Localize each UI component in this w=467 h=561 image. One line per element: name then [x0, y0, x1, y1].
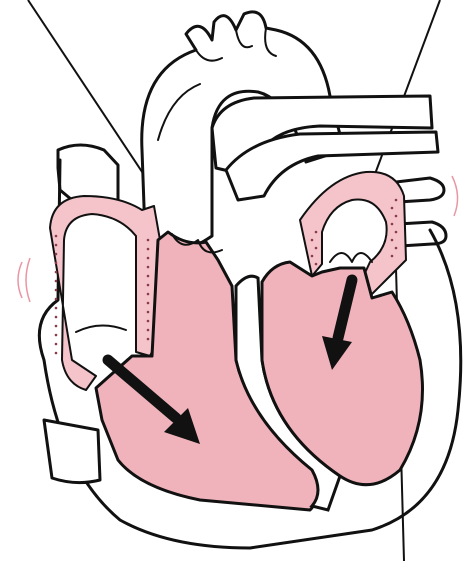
stipple-dot	[55, 325, 58, 328]
stipple-dot	[315, 263, 318, 266]
stipple-dot	[391, 207, 394, 210]
right-atrium-interior	[66, 218, 132, 372]
stipple-dot	[147, 248, 150, 251]
stipple-dot	[147, 329, 150, 332]
stipple-dot	[147, 338, 150, 341]
stipple-dot	[55, 253, 58, 256]
stipple-dot	[147, 257, 150, 260]
stipple-dot	[395, 247, 398, 250]
stipple-dot	[311, 239, 314, 242]
stipple-dot	[147, 293, 150, 296]
stipple-dot	[55, 307, 58, 310]
stipple-dot	[147, 320, 150, 323]
stipple-dot	[395, 231, 398, 234]
stipple-dot	[55, 280, 58, 283]
inferior-vena-cava	[44, 420, 100, 483]
stipple-dot	[55, 235, 58, 238]
stipple-dot	[315, 247, 318, 250]
left-atrium-interior	[326, 204, 382, 264]
stipple-dot	[55, 334, 58, 337]
stipple-dot	[315, 231, 318, 234]
stipple-dot	[147, 239, 150, 242]
stipple-dot	[391, 255, 394, 258]
stipple-dot	[55, 262, 58, 265]
stipple-dot	[147, 311, 150, 314]
stipple-dot	[55, 244, 58, 247]
stipple-dot	[147, 302, 150, 305]
stipple-dot	[55, 289, 58, 292]
stipple-dot	[55, 316, 58, 319]
stipple-dot	[55, 343, 58, 346]
stipple-dot	[391, 239, 394, 242]
superior-vena-cava	[58, 145, 118, 200]
stipple-dot	[147, 284, 150, 287]
motion-mark-left	[18, 258, 30, 302]
stipple-dot	[311, 255, 314, 258]
stipple-dot	[147, 275, 150, 278]
stipple-dot	[147, 266, 150, 269]
stipple-dot	[55, 352, 58, 355]
stipple-dot	[55, 298, 58, 301]
stipple-dot	[55, 271, 58, 274]
stipple-dot	[395, 199, 398, 202]
stipple-dot	[395, 215, 398, 218]
stipple-dot	[391, 223, 394, 226]
motion-mark-right	[452, 176, 458, 216]
